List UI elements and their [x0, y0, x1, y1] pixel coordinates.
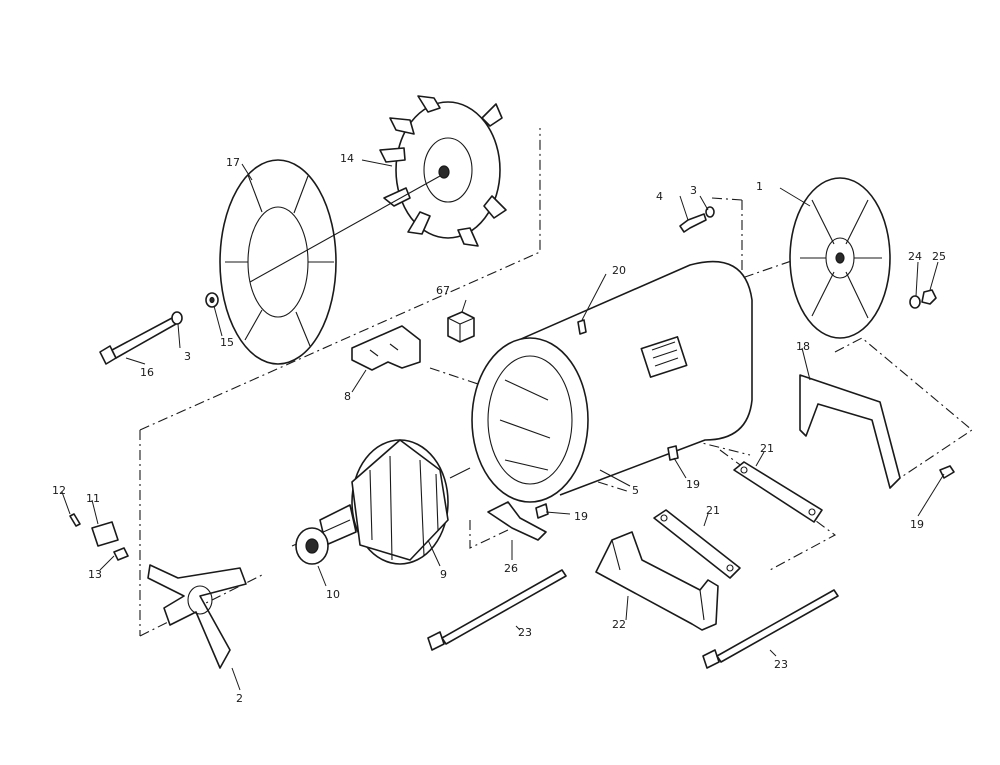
motor-housing	[471, 260, 753, 503]
shaft-line	[249, 175, 441, 283]
screw-19-center	[535, 503, 549, 519]
callout-19-center: 19	[574, 510, 588, 523]
lock-washer-3	[171, 311, 183, 325]
callout-1: 1	[756, 180, 763, 193]
callout-16: 16	[140, 366, 154, 379]
callout-67: 67	[436, 284, 450, 297]
strap-21-lower	[653, 509, 741, 579]
nut-25	[921, 289, 937, 305]
callout-21-upper: 21	[760, 442, 774, 455]
callout-14: 14	[340, 152, 354, 165]
screw-20	[577, 319, 587, 335]
leader-lines	[61, 159, 945, 691]
callout-13: 13	[88, 568, 102, 581]
callout-23a: 23	[518, 626, 532, 639]
callout-15: 15	[220, 336, 234, 349]
callout-labels: 17 14 4 3 1 24 25 67 20 8 3 15 16 18 5 1…	[52, 152, 946, 705]
callout-4: 4	[656, 190, 663, 203]
callout-12: 12	[52, 484, 66, 497]
callout-23b: 23	[774, 658, 788, 671]
callout-5: 5	[632, 484, 639, 497]
callout-26: 26	[504, 562, 518, 575]
fan-shroud	[219, 159, 337, 365]
cooling-fan	[379, 95, 507, 247]
callout-25: 25	[932, 250, 946, 263]
bearing	[295, 527, 329, 565]
end-bell	[789, 177, 891, 339]
callout-24: 24	[908, 250, 922, 263]
clip-26	[487, 501, 547, 541]
end-frame-2	[147, 564, 247, 669]
base-bracket-18	[799, 374, 901, 489]
rotor	[319, 439, 449, 565]
callout-18: 18	[796, 340, 810, 353]
callout-3: 3	[184, 350, 191, 363]
callout-20: 20	[612, 264, 626, 277]
tie-rod-23b	[702, 589, 839, 669]
callout-17: 17	[226, 156, 240, 169]
callout-21-lower: 21	[706, 504, 720, 517]
callout-19-right: 19	[910, 518, 924, 531]
through-bolt-16	[99, 317, 177, 365]
switch-11	[91, 521, 119, 547]
mounting-base-22	[595, 531, 719, 631]
screw-12	[69, 513, 81, 527]
screw-19-housing	[667, 445, 679, 461]
tie-rod-23a	[427, 569, 567, 651]
capacitor	[447, 311, 475, 343]
callout-22: 22	[612, 618, 626, 631]
assembly-centerlines	[139, 128, 973, 637]
washer-24	[909, 295, 921, 309]
callout-8: 8	[344, 390, 351, 403]
bolt-4	[679, 213, 707, 233]
strap-21-upper	[733, 461, 823, 523]
mounting-bracket-8	[351, 325, 421, 371]
callout-2: 2	[236, 692, 243, 705]
callout-11: 11	[86, 492, 100, 505]
callout-10: 10	[326, 588, 340, 601]
callout-19-housing: 19	[686, 478, 700, 491]
callout-3-end: 3	[690, 184, 697, 197]
screw-13	[113, 547, 129, 561]
callout-9: 9	[440, 568, 447, 581]
